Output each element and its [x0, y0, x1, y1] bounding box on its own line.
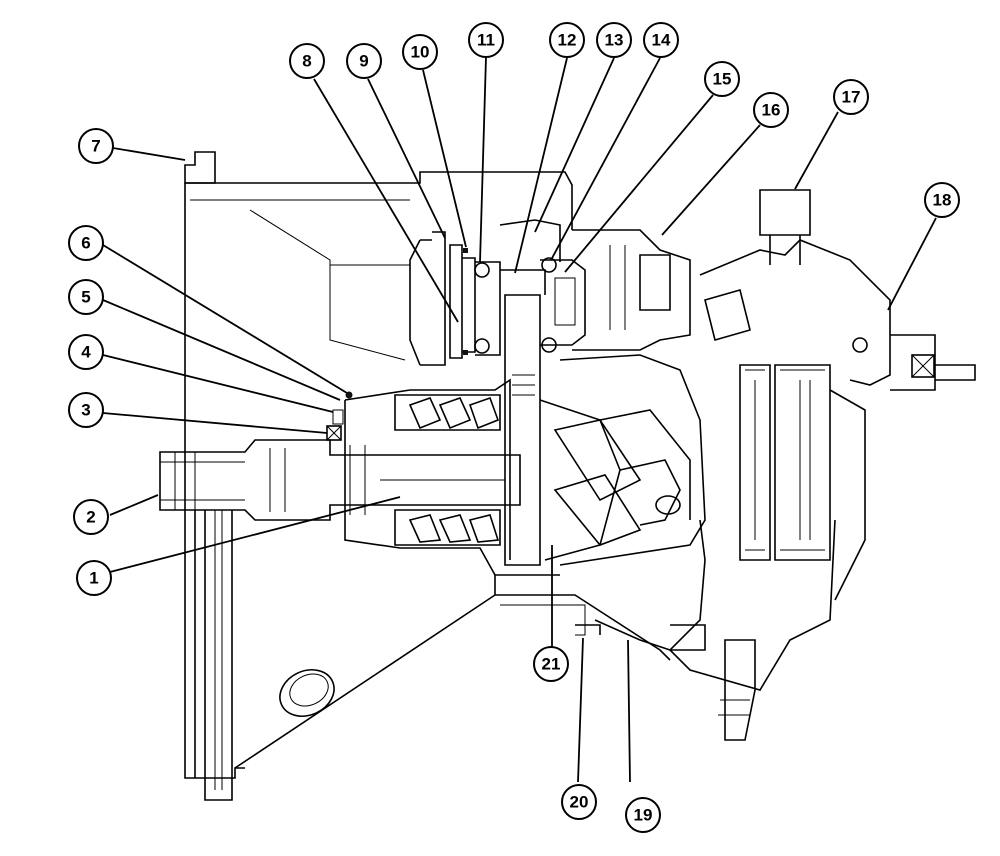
callout-15-label: 15: [713, 70, 732, 89]
callout-9: 9: [346, 43, 382, 79]
callout-2-label: 2: [86, 508, 95, 527]
callout-15: 15: [704, 61, 740, 97]
callout-13-label: 13: [605, 31, 624, 50]
callout-19: 19: [625, 797, 661, 833]
pump-drawing: [159, 151, 976, 801]
callout-11-label: 11: [477, 31, 495, 50]
callout-12: 12: [549, 22, 585, 58]
callout-8: 8: [289, 43, 325, 79]
callout-10-label: 10: [411, 43, 430, 62]
housing: [185, 171, 573, 230]
piston-assembly: [539, 354, 706, 566]
callout-5: 5: [68, 279, 104, 315]
callout-7: 7: [78, 128, 114, 164]
callout-4-label: 4: [81, 343, 91, 362]
central-shaft: [504, 294, 541, 566]
callout-3-label: 3: [81, 401, 90, 420]
upper-bearing-assembly: [409, 219, 586, 366]
callout-11: 11: [468, 22, 504, 58]
callout-17-label: 17: [842, 88, 861, 107]
callout-1: 1: [76, 560, 112, 596]
callout-8-label: 8: [302, 52, 311, 71]
callout-9-label: 9: [359, 52, 368, 71]
callout-17: 17: [833, 79, 869, 115]
tapered-roller-bearings: [394, 394, 501, 546]
callout-5-label: 5: [81, 288, 90, 307]
callout-21-label: 21: [542, 655, 561, 674]
callout-21: 21: [533, 646, 569, 682]
callout-10: 10: [402, 34, 438, 70]
callout-2: 2: [73, 499, 109, 535]
control-valve-block: [668, 189, 976, 741]
callout-20: 20: [561, 784, 597, 820]
mounting-flange: [184, 151, 216, 184]
callout-16: 16: [753, 92, 789, 128]
callout-7-label: 7: [91, 137, 100, 156]
callout-6: 6: [68, 225, 104, 261]
callout-3: 3: [68, 392, 104, 428]
callout-16-label: 16: [762, 101, 781, 120]
callout-18: 18: [924, 182, 960, 218]
drive-shaft: [159, 439, 521, 521]
housing-port: [279, 669, 335, 717]
callout-1-label: 1: [89, 569, 98, 588]
callout-14: 14: [643, 22, 679, 58]
leader-lines: [102, 56, 937, 783]
callout-12-label: 12: [558, 31, 577, 50]
callout-19-label: 19: [634, 806, 653, 825]
callout-18-label: 18: [933, 191, 952, 210]
callout-20-label: 20: [570, 793, 589, 812]
callout-14-label: 14: [652, 31, 671, 50]
callout-6-label: 6: [81, 234, 90, 253]
callout-4: 4: [68, 334, 104, 370]
callout-13: 13: [596, 22, 632, 58]
